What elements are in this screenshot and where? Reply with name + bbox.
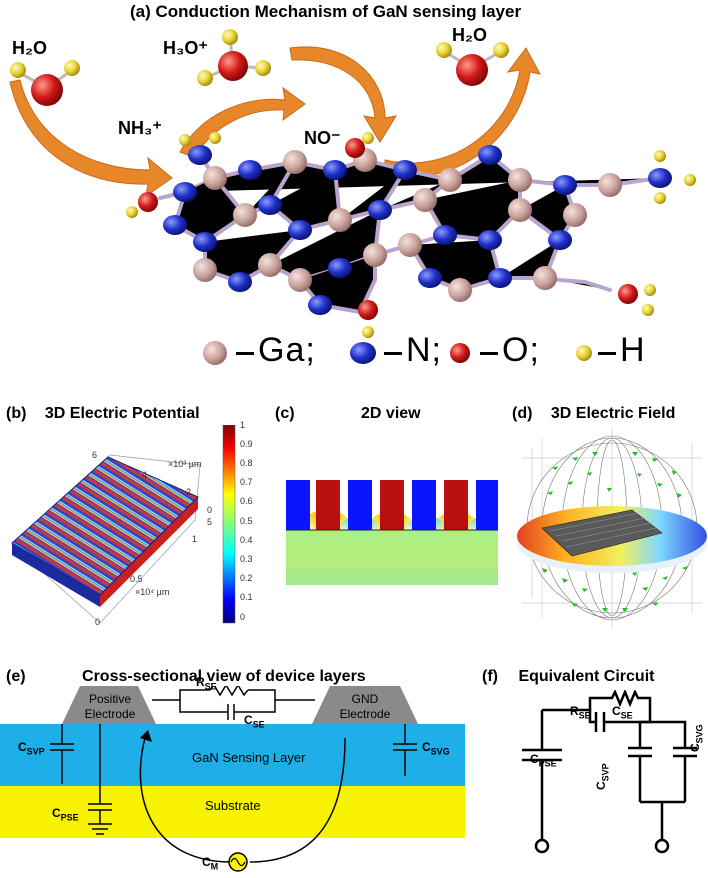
f-csvg-label: CSVG [688,724,705,752]
b-y-tick-2: 2 [186,487,192,497]
equivalent-circuit-diagram [522,690,697,854]
panel-e-heading: Cross-sectional view of device layers [82,668,366,685]
positive-electrode-shape [62,686,156,724]
b-x-tick-1: 1 [192,534,198,544]
atom-legend: Ga; N; O; H [200,331,670,373]
panel-d-label: (d) [512,405,533,422]
f-csvp-label: CSVP [594,763,611,790]
two-d-view-plot [286,480,498,585]
b-z-tick-0: 0 [207,505,213,515]
legend-ga: Ga; [258,331,316,369]
gan-layer-label: GaN Sensing Layer [192,750,306,765]
panel-c-label: (c) [275,405,295,422]
legend-n: N; [406,331,442,369]
h2o-right-label: H₂O [452,25,487,45]
panel-c-title: (c) 2D view [275,405,421,423]
b-x-unit: ×10⁴ µm [135,587,170,597]
e-cpse-label: CPSE [52,806,79,823]
gan-layer [0,724,465,786]
gnd-electrode-shape [312,686,418,724]
legend-o: O; [502,331,540,369]
e-csvp-label: CSVP [18,740,45,757]
h2o-left-label: H₂O [12,38,47,58]
panel-f-title: (f) Equivalent Circuit [482,668,654,686]
h3o-label: H₃O⁺ [163,38,208,58]
panel-a-title: (a) Conduction Mechanism of GaN sensing … [130,2,522,21]
panel-e-label: (e) [6,668,26,685]
positive-electrode-label: Positive Electrode [84,692,136,721]
f-rse-label: RSE [570,704,591,721]
ga-atoms [193,148,622,302]
h2o-right-molecule [436,42,509,86]
e-cse-label: CSE [244,713,265,730]
e-cm-label: CM [202,855,219,872]
panel-f-label: (f) [482,668,498,685]
b-y-tick-4: 4 [142,470,148,480]
field-arrows [537,452,692,612]
n-atoms [163,145,672,315]
b-x-tick-05: 0.5 [130,574,143,584]
panel-f-heading: Equivalent Circuit [518,668,655,685]
b-y-tick-6: 6 [92,450,98,460]
gnd-electrode-label: GND Electrode [339,692,391,721]
f-cse-label: CSE [612,704,633,721]
no-label: NO⁻ [304,128,341,148]
substrate-label: Substrate [205,798,261,813]
h-atoms [126,132,696,338]
b-y-unit: ×10³ µm [168,459,202,469]
panel-c-heading: 2D view [361,405,421,422]
electric-potential-3d-plot [11,425,236,624]
o-atoms [138,138,638,320]
colorbar-ticks: 1 0.9 0.8 0.7 0.6 0.5 0.4 0.3 0.2 0.1 0 [240,420,253,622]
electric-field-3d-plot [517,428,707,628]
f-cpse-label: CPSE [530,752,557,769]
arrow-mid-down [289,46,398,143]
nh3-label: NH₃⁺ [118,118,162,138]
panel-b-heading: 3D Electric Potential [44,405,200,422]
h3o-molecule [197,29,271,86]
molecule-diagram [9,29,696,338]
b-x-tick-0: 0 [95,617,101,627]
substrate-layer [0,786,465,838]
panel-e-title: (e) Cross-sectional view of device layer… [6,668,366,686]
cross-section-diagram [0,686,465,872]
legend-h: H [620,331,646,369]
panel-b-title: (b) 3D Electric Potential [6,405,200,423]
panel-d-title: (d) 3D Electric Field [512,405,675,423]
e-rse-label: RSE [196,675,217,692]
panel-d-heading: 3D Electric Field [550,405,676,422]
b-z-tick-5: 5 [207,517,213,527]
h2o-left-molecule [10,60,80,106]
e-csvg-label: CSVG [422,740,450,757]
panel-b-label: (b) [6,405,27,422]
